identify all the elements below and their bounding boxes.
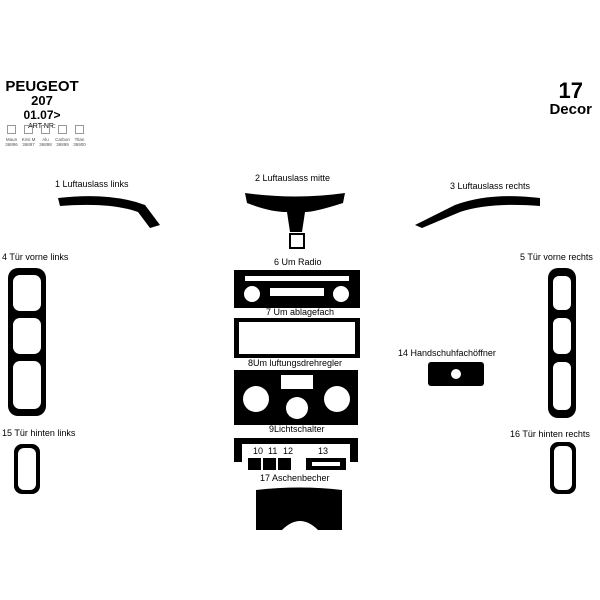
decor-count: 17 Decor (549, 78, 592, 118)
label-part-2: 2 Luftauslass mitte (255, 173, 331, 183)
label-part-12: 12 (283, 446, 294, 456)
model-date: 01.07> (23, 108, 61, 122)
checkbox-icon (24, 125, 33, 134)
brand-name: PEUGEOT (5, 78, 79, 95)
label-part-6: 6 Um Radio (274, 257, 322, 267)
brand-block: PEUGEOT 207 01.07> ART NR: (4, 78, 80, 131)
label-part-17: 17 Aschenbecher (260, 473, 330, 483)
label-part-13: 13 (318, 446, 329, 456)
part-1-vent-left (58, 196, 160, 228)
part-13 (306, 458, 346, 470)
label-part-14: 14 Handschuhfachöffner (398, 348, 496, 358)
checkbox-icon (7, 125, 16, 134)
label-part-3: 3 Luftauslass rechts (450, 181, 531, 191)
checkbox-icon (41, 125, 50, 134)
label-part-16: 16 Tür hinten rechts (510, 429, 590, 439)
part-2-tab (289, 233, 305, 249)
model: 207 (31, 93, 53, 108)
label-part-4: 4 Tür vorne links (2, 252, 69, 262)
label-part-7: 7 Um ablagefach (266, 307, 335, 317)
art-label: ART NR: (28, 123, 56, 130)
part-17-ashtray (256, 487, 342, 530)
part-11 (263, 458, 276, 470)
label-part-9: 9Lichtschalter (269, 424, 325, 434)
label-part-15: 15 Tür hinten links (2, 428, 76, 438)
label-part-11: 11 (268, 446, 278, 456)
label-part-1: 1 Luftauslass links (55, 179, 129, 189)
label-part-5: 5 Tür vorne rechts (520, 252, 593, 262)
label-part-8: 8Um luftungsdrehregler (248, 358, 343, 368)
part-12 (278, 458, 291, 470)
part-2-vent-center (245, 193, 345, 232)
part-9-light-switch (234, 438, 358, 462)
label-part-10: 10 (253, 446, 264, 456)
checkbox-icon (75, 125, 84, 134)
part-10 (248, 458, 261, 470)
part-3-vent-right (415, 196, 540, 228)
checkbox-icon (58, 125, 67, 134)
